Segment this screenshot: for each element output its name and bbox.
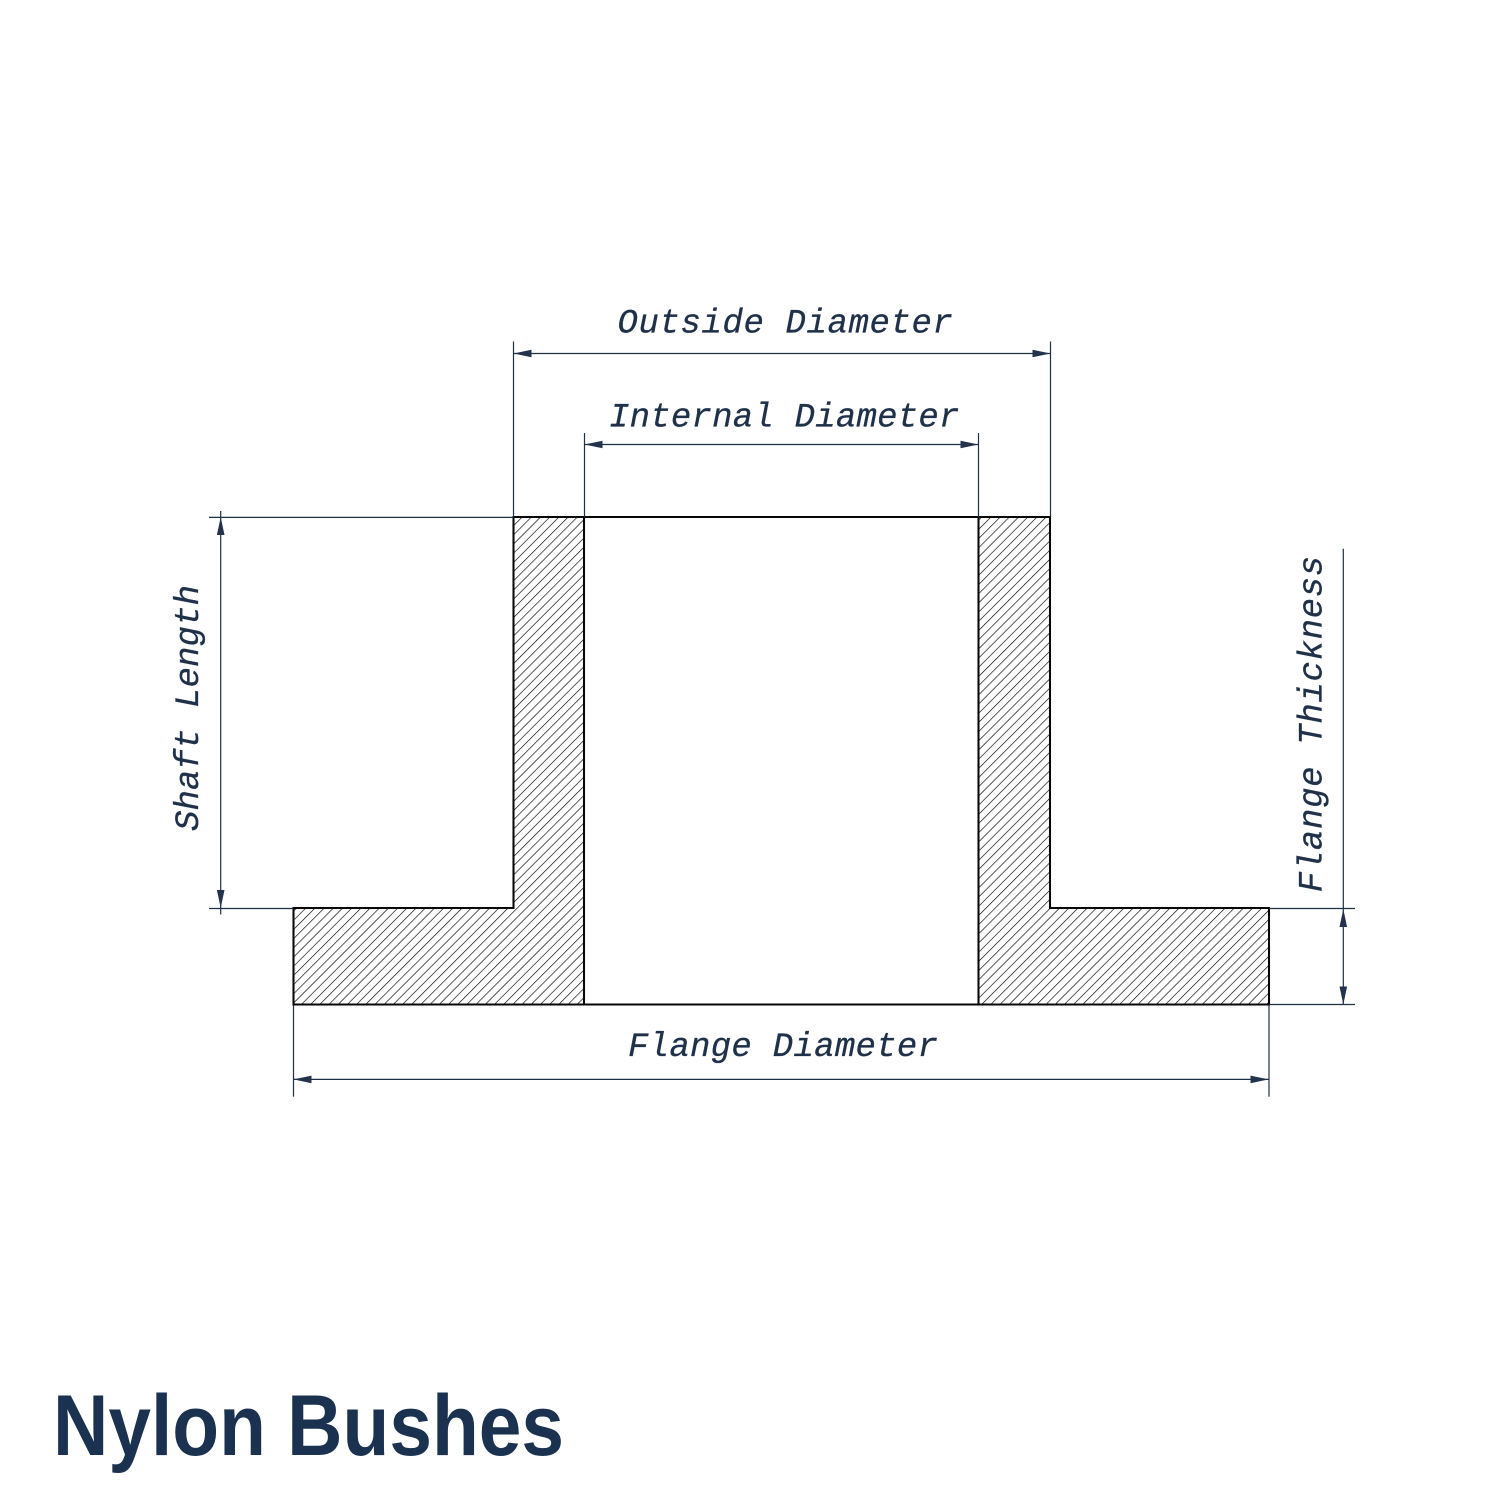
svg-text:Outside Diameter: Outside Diameter <box>618 306 953 344</box>
svg-text:Shaft Length: Shaft Length <box>171 585 209 831</box>
svg-text:Internal Diameter: Internal Diameter <box>609 399 959 437</box>
svg-text:Flange Diameter: Flange Diameter <box>628 1029 938 1067</box>
svg-text:Nylon Bushes: Nylon Bushes <box>53 1378 564 1474</box>
svg-text:Flange Thickness: Flange Thickness <box>1295 556 1333 892</box>
